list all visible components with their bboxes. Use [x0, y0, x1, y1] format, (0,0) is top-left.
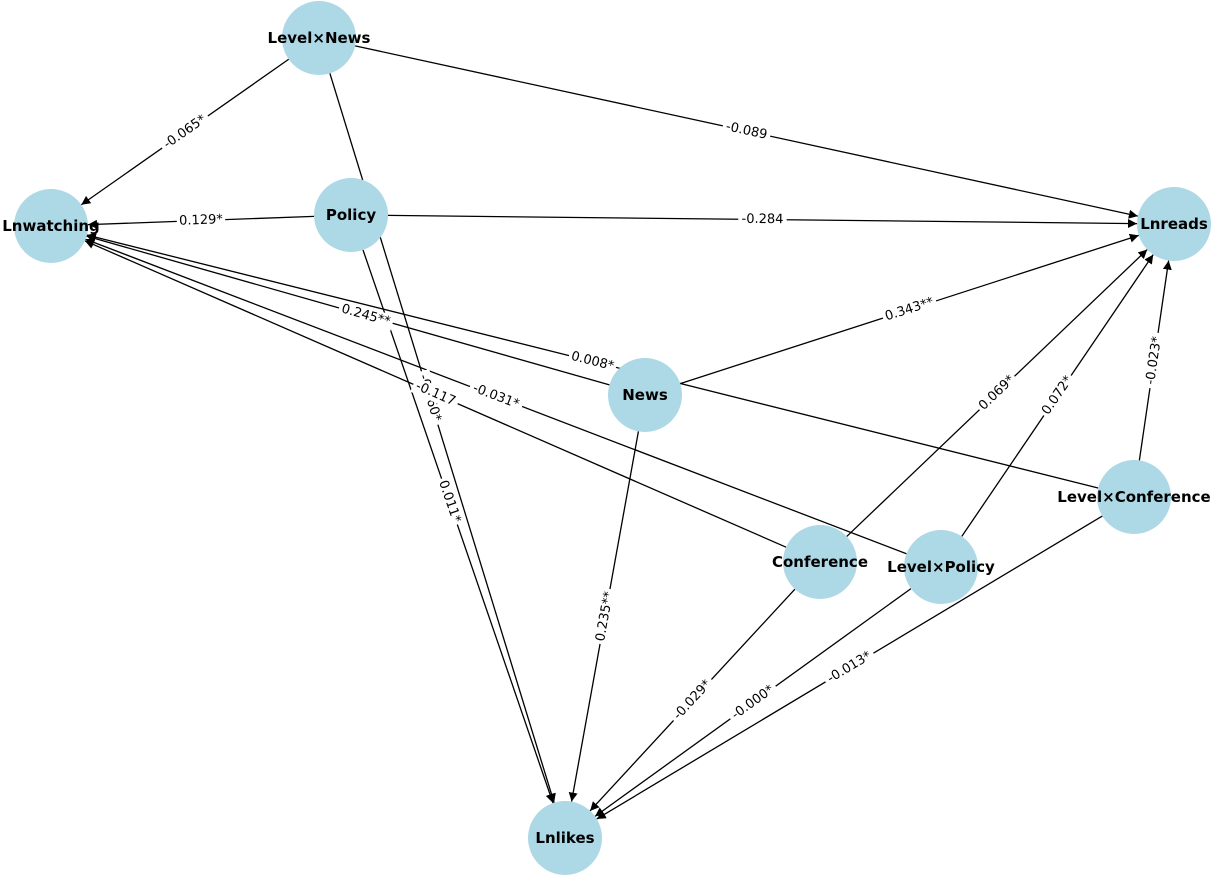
- edge-label: -0.000*: [729, 682, 777, 723]
- edge-label: 0.343**: [883, 294, 936, 324]
- edge-label-group: 0.129*: [176, 211, 226, 230]
- edge-label-group: 0.069*: [973, 370, 1021, 416]
- edge-label: -0.089: [724, 119, 768, 143]
- node-policy: [314, 178, 388, 252]
- edge-label: 0.129*: [179, 212, 224, 229]
- node-levelnews: [282, 1, 356, 75]
- node-label-lnlikes: Lnlikes: [535, 829, 594, 847]
- edge-label-background: [667, 674, 718, 726]
- edge-label: -0.023*: [1143, 335, 1165, 386]
- node-label-levelconf: Level×Conference: [1057, 488, 1210, 506]
- edge-label-background: [567, 347, 618, 376]
- edge-policy-to-lnlikes: [362, 249, 555, 804]
- node-levelconf: [1097, 460, 1171, 534]
- edge-label-background: [467, 379, 525, 414]
- edge-label-group: -0.000*: [725, 679, 781, 726]
- edge-label-background: [1037, 370, 1078, 421]
- node-conference: [783, 525, 857, 599]
- edge-label-background: [821, 646, 878, 689]
- node-lnwatching: [14, 189, 88, 263]
- edge-label-background: [592, 587, 618, 646]
- edge-label-group: -0.029*: [667, 674, 718, 726]
- edge-label-group: 0.072*: [1037, 370, 1078, 421]
- edge-label-background: [336, 300, 395, 331]
- edge-label: -0.029*: [671, 677, 715, 723]
- edge-label-background: [434, 476, 465, 528]
- edge-label: 0.235**: [593, 590, 617, 643]
- node-label-levelpolicy: Level×Policy: [887, 558, 995, 576]
- edge-label-group: -0.065*: [157, 109, 213, 155]
- edge-label-background: [973, 370, 1021, 416]
- edge-label-group: -0.023*: [1142, 331, 1166, 390]
- node-label-lnreads: Lnreads: [1140, 215, 1208, 233]
- node-news: [608, 358, 682, 432]
- edge-label-group: 0.235**: [592, 587, 618, 646]
- edge-label-group: 0.008*: [567, 347, 618, 376]
- edge-label: 0.245**: [340, 301, 393, 329]
- node-lnlikes: [528, 801, 602, 875]
- edge-label-background: [157, 109, 213, 155]
- edge-label-group: -0.013*: [821, 646, 878, 689]
- edge-label: -0.284: [741, 212, 783, 227]
- edge-label-background: [410, 376, 461, 412]
- node-levelpolicy: [904, 530, 978, 604]
- node-label-policy: Policy: [326, 206, 376, 224]
- edge-label-group: -0.089: [721, 118, 772, 144]
- edge-label-background: [725, 679, 781, 726]
- node-label-conference: Conference: [772, 553, 868, 571]
- edge-label-background: [738, 211, 787, 228]
- node-label-news: News: [622, 386, 668, 404]
- edge-label: 0.072*: [1039, 373, 1076, 418]
- node-lnreads: [1137, 187, 1211, 261]
- edge-label: -0.013*: [825, 648, 875, 686]
- edge-label-group: 0.343**: [880, 293, 939, 326]
- edge-label-background: [880, 293, 939, 326]
- edge-label: 0.069*: [976, 372, 1018, 413]
- edge-label-background: [176, 211, 226, 230]
- node-label-lnwatching: Lnwatching: [2, 217, 100, 235]
- edges-layer: [80, 45, 1172, 820]
- edge-label-background: [1142, 331, 1166, 390]
- nodes-layer: [14, 1, 1211, 875]
- edge-label: -0.065*: [161, 112, 210, 152]
- edge-label-group: 0.011*: [434, 476, 465, 528]
- edge-label-group: -0.284: [738, 211, 787, 228]
- edge-label-background: [721, 118, 772, 144]
- node-label-levelnews: Level×News: [268, 29, 371, 47]
- edge-label-group: -0.031*: [467, 379, 525, 414]
- edge-label: -0.031*: [471, 381, 522, 413]
- edge-label: 0.011*: [435, 478, 464, 525]
- edge-label: 0.008*: [569, 349, 616, 374]
